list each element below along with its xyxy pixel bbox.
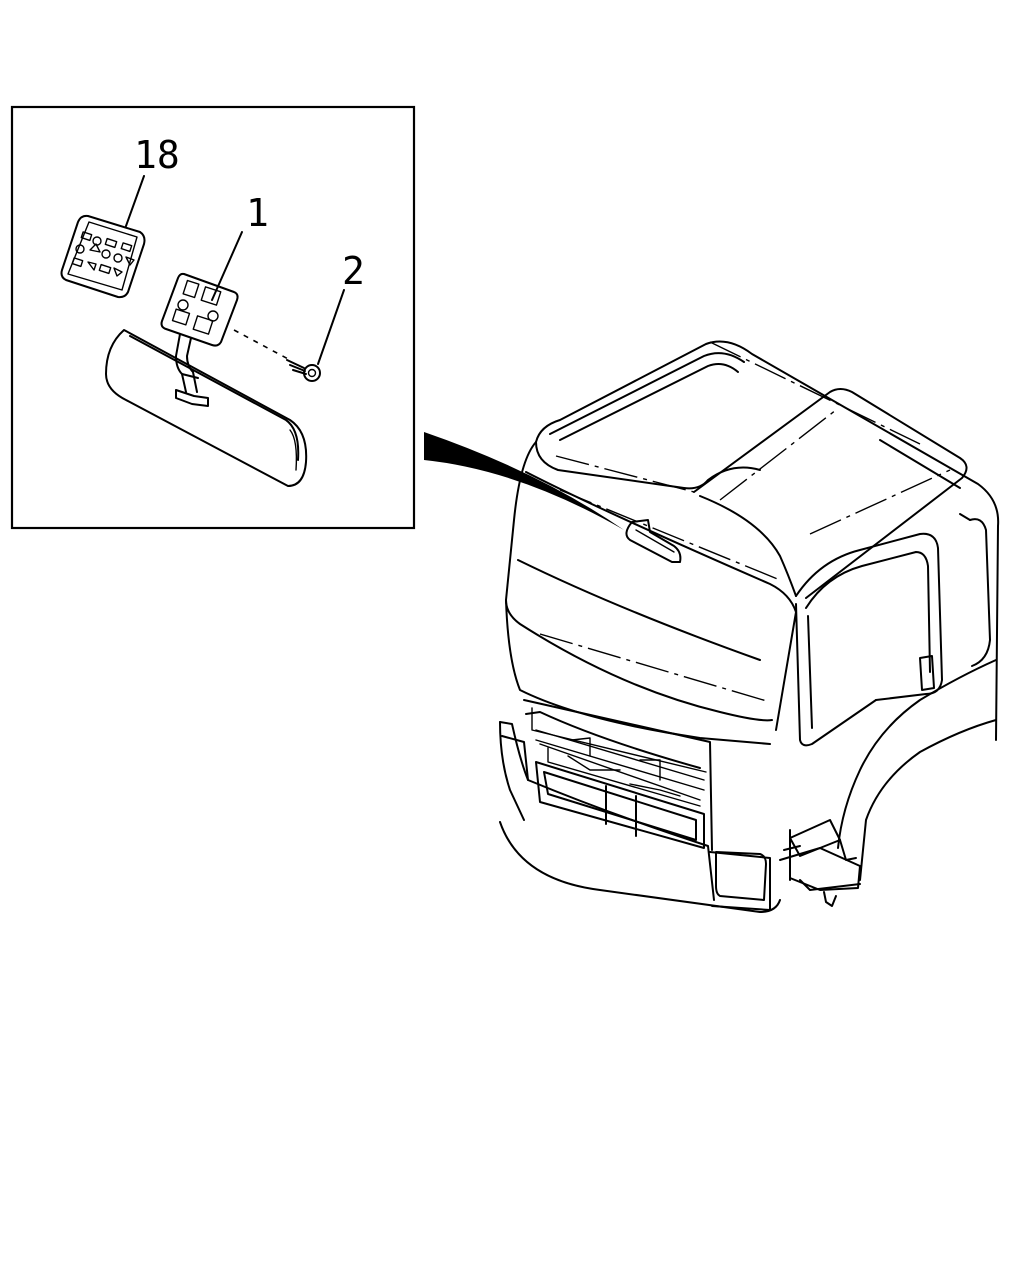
location-pointer — [424, 432, 624, 530]
truck-cab — [499, 340, 1000, 913]
part-1-bracket[interactable] — [160, 272, 239, 347]
part-2-screw[interactable] — [233, 329, 321, 382]
callout-1: 1 — [246, 191, 269, 235]
leader-1 — [211, 231, 243, 301]
mirror-location — [625, 519, 682, 563]
leader-2 — [317, 289, 345, 365]
detail-inset: 18 1 2 — [10, 105, 416, 530]
leader-18 — [125, 175, 145, 227]
rear-view-mirror[interactable] — [105, 329, 308, 487]
callout-18: 18 — [134, 133, 180, 177]
callout-2: 2 — [342, 249, 365, 293]
part-18-pad[interactable] — [60, 214, 146, 299]
